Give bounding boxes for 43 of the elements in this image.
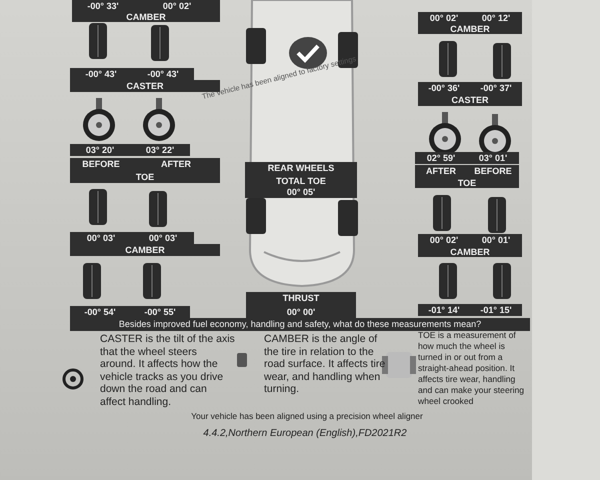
measurement-value: 00° 02'	[418, 234, 470, 246]
measurement-value: -00° 55'	[130, 306, 190, 318]
measurement-value: 03° 01'	[467, 152, 519, 164]
measurement-value: -00° 43'	[70, 68, 132, 80]
measurement-value: 00° 12'	[470, 12, 522, 23]
definition-text: CASTER is the tilt of the axis that the wheel steers around. It affects how the vehicle tracks as you drive down the road and can affect handling.	[100, 333, 235, 408]
column-header: AFTER	[415, 165, 467, 177]
measurement-title: CAMBER	[418, 246, 522, 257]
measurement-title: CASTER	[418, 94, 522, 106]
measurement-title: CAMBER	[70, 244, 220, 256]
column-header: BEFORE	[70, 158, 132, 171]
measurement-value: -01° 14'	[418, 304, 470, 316]
column-header: AFTER	[132, 158, 220, 171]
measurement-value: 03° 22'	[130, 144, 190, 156]
definition-text: TOE is a measurement of how much the wheel is turned in or out from a straight-ahead position. It affects tire wear, handling and can make your steering wheel crooked	[418, 330, 526, 407]
section-header: REAR WHEELS	[245, 162, 357, 175]
column-header: BEFORE	[467, 165, 519, 177]
measurement-value: -01° 15'	[470, 304, 522, 316]
footer-note: Your vehicle has been aligned using a precision wheel aligner	[190, 410, 424, 422]
measurement-value: 00° 00'	[246, 306, 356, 318]
measurement-value: 00° 05'	[245, 186, 357, 198]
measurement-value: 00° 02'	[134, 0, 220, 11]
measurement-value: 03° 20'	[70, 144, 130, 156]
measurement-value: 00° 03'	[70, 232, 132, 244]
measurement-title: CAMBER	[72, 11, 220, 22]
measurement-title: CAMBER	[418, 23, 522, 34]
measurement-value: 00° 02'	[418, 12, 470, 23]
measurement-title: TOE	[415, 177, 519, 188]
measurement-value: -00° 37'	[470, 82, 522, 94]
measurement-title: CASTER	[70, 80, 220, 92]
measurement-value: -00° 36'	[418, 82, 470, 94]
measurement-value: -00° 43'	[132, 68, 194, 80]
definition-text: CAMBER is the angle of the tire in relation to the road surface. It affects tire wear, and handling when turning.	[264, 333, 386, 396]
measurement-title: THRUST	[246, 292, 356, 306]
measurement-title: TOTAL TOE	[245, 175, 357, 186]
measurement-value: 00° 03'	[132, 232, 194, 244]
measurement-value: 00° 01'	[470, 234, 522, 246]
measurement-value: 02° 59'	[415, 152, 467, 164]
measurement-title: TOE	[70, 171, 220, 183]
measurement-value: -00° 33'	[72, 0, 134, 11]
question-banner: Besides improved fuel economy, handling and safety, what do these measurements mean?	[70, 318, 530, 331]
version-text: 4.4.2,Northern European (English),FD2021R2	[202, 428, 408, 440]
measurement-value: -00° 54'	[70, 306, 130, 318]
